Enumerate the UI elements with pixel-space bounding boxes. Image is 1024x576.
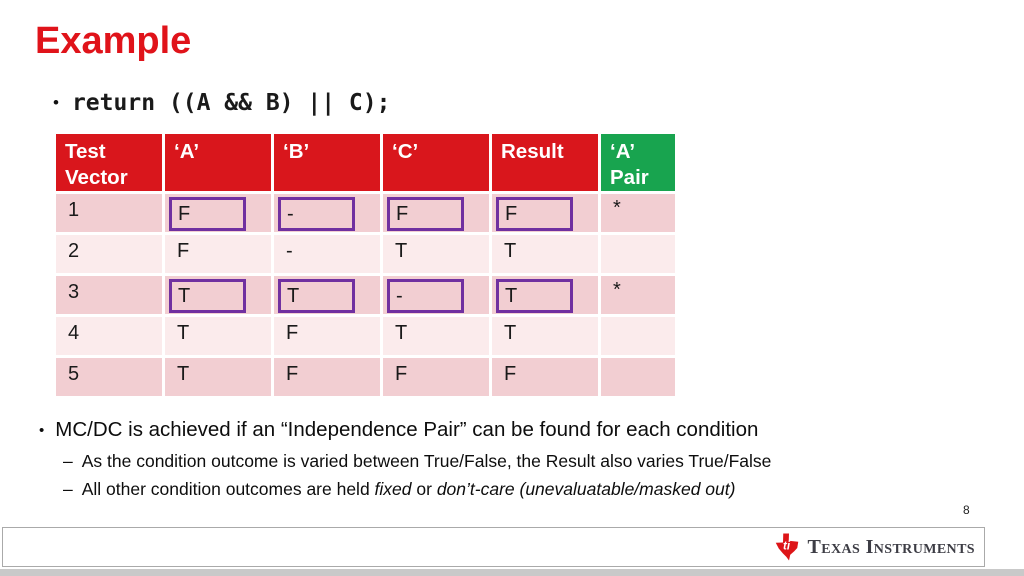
header-c: ‘C’ bbox=[383, 134, 489, 191]
cell-a-pair bbox=[601, 317, 675, 355]
cell-a-pair: * bbox=[601, 194, 675, 232]
independence-pair-box: T bbox=[169, 279, 246, 313]
page-number: 8 bbox=[963, 503, 970, 517]
code-text: return ((A && B) || C); bbox=[71, 90, 391, 116]
cell-value: - bbox=[287, 202, 294, 225]
sub-bullet-text: All other condition outcomes are held fi… bbox=[82, 479, 736, 500]
cell-vector: 2 bbox=[56, 235, 162, 273]
independence-pair-box: F bbox=[496, 197, 573, 231]
sub-bullet-text-part2: or bbox=[411, 479, 437, 499]
cell-value: F bbox=[178, 202, 191, 225]
bullet-icon: • bbox=[39, 421, 45, 439]
table-row: 4 T F T T bbox=[56, 317, 675, 355]
cell-c: T bbox=[383, 317, 489, 355]
cell-result: F bbox=[492, 358, 598, 396]
cell-value: F bbox=[505, 202, 518, 225]
cell-a-pair: * bbox=[601, 276, 675, 314]
sub-bullet-text-part1: All other condition outcomes are held bbox=[81, 479, 375, 499]
cell-value: F bbox=[396, 202, 409, 225]
independence-pair-box: - bbox=[278, 197, 355, 231]
table-row: 1 F - F F * bbox=[56, 194, 675, 232]
cell-c: T bbox=[383, 235, 489, 273]
cell-a-pair bbox=[601, 235, 675, 273]
texas-instruments-logo: ti Texas Instruments bbox=[775, 533, 975, 561]
bullet-icon: • bbox=[53, 93, 59, 112]
slide-title: Example bbox=[35, 20, 192, 62]
cell-result: T bbox=[492, 276, 598, 314]
table-row: 2 F - T T bbox=[56, 235, 675, 273]
cell-vector: 1 bbox=[56, 194, 162, 232]
table-header-row: Test Vector ‘A’ ‘B’ ‘C’ Result ‘A’ Pair bbox=[56, 134, 675, 191]
header-a-pair: ‘A’ Pair bbox=[601, 134, 675, 191]
cell-a: T bbox=[165, 358, 271, 396]
cell-a: T bbox=[165, 317, 271, 355]
cell-vector: 3 bbox=[56, 276, 162, 314]
dash-icon: – bbox=[63, 451, 73, 471]
header-b: ‘B’ bbox=[274, 134, 380, 191]
cell-b: - bbox=[274, 194, 380, 232]
cell-b: - bbox=[274, 235, 380, 273]
cell-result: F bbox=[492, 194, 598, 232]
sub-bullet-text: As the condition outcome is varied betwe… bbox=[81, 451, 772, 471]
independence-pair-box: - bbox=[387, 279, 464, 313]
header-result: Result bbox=[492, 134, 598, 191]
cell-b: T bbox=[274, 276, 380, 314]
header-a: ‘A’ bbox=[165, 134, 271, 191]
cell-result: T bbox=[492, 317, 598, 355]
table-row: 3 T T - T * bbox=[56, 276, 675, 314]
cell-value: T bbox=[178, 284, 191, 307]
bullet-mcdc: • MC/DC is achieved if an “Independence … bbox=[39, 418, 758, 442]
cell-value: T bbox=[505, 284, 518, 307]
mcdc-test-vector-table: Test Vector ‘A’ ‘B’ ‘C’ Result ‘A’ Pair … bbox=[53, 131, 678, 399]
cell-b: F bbox=[274, 358, 380, 396]
code-bullet-line: • return ((A && B) || C); bbox=[53, 90, 390, 116]
cell-c: - bbox=[383, 276, 489, 314]
independence-pair-box: F bbox=[169, 197, 246, 231]
sub-bullet-text-italic2: don’t-care (unevaluatable/masked out) bbox=[436, 479, 736, 499]
bottom-edge-strip bbox=[0, 569, 1024, 576]
cell-result: T bbox=[492, 235, 598, 273]
dash-icon: – bbox=[63, 479, 73, 499]
independence-pair-box: T bbox=[278, 279, 355, 313]
sub-bullet-condition-outcome: – As the condition outcome is varied bet… bbox=[63, 451, 771, 472]
independence-pair-box: T bbox=[496, 279, 573, 313]
cell-c: F bbox=[383, 194, 489, 232]
ti-texas-map-icon: ti bbox=[776, 533, 799, 561]
table-row: 5 T F F F bbox=[56, 358, 675, 396]
cell-a: F bbox=[165, 235, 271, 273]
sub-bullet-held-fixed: – All other condition outcomes are held … bbox=[63, 479, 735, 500]
header-test-vector: Test Vector bbox=[56, 134, 162, 191]
cell-value: T bbox=[287, 284, 300, 307]
cell-vector: 5 bbox=[56, 358, 162, 396]
sub-bullet-text-italic1: fixed bbox=[374, 479, 412, 499]
cell-vector: 4 bbox=[56, 317, 162, 355]
cell-value: - bbox=[396, 284, 403, 307]
cell-a-pair bbox=[601, 358, 675, 396]
svg-text:ti: ti bbox=[783, 541, 791, 553]
cell-a: T bbox=[165, 276, 271, 314]
footer-bar: ti Texas Instruments bbox=[2, 527, 985, 567]
cell-b: F bbox=[274, 317, 380, 355]
ti-wordmark-text: Texas Instruments bbox=[807, 535, 975, 558]
cell-a: F bbox=[165, 194, 271, 232]
cell-c: F bbox=[383, 358, 489, 396]
bullet-mcdc-text: MC/DC is achieved if an “Independence Pa… bbox=[55, 418, 759, 441]
independence-pair-box: F bbox=[387, 197, 464, 231]
